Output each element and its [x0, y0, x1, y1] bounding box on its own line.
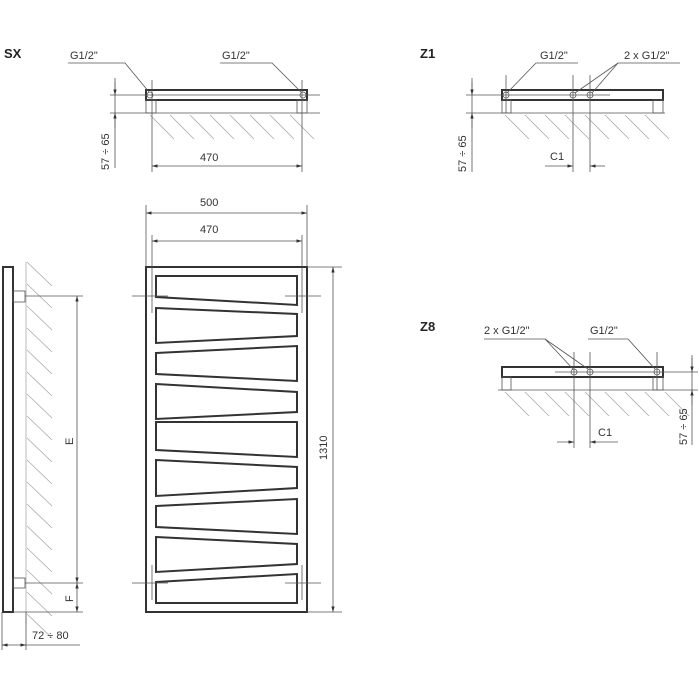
hatch-line	[26, 459, 53, 485]
hatch-line	[169, 114, 195, 140]
sx-wall-distance: 57 ÷ 65	[100, 133, 112, 170]
lower-bracket	[12, 577, 26, 589]
hatch-line	[26, 569, 53, 595]
hatch-line	[26, 547, 53, 573]
radiator-frame	[145, 266, 308, 613]
radiator-opening	[155, 572, 298, 604]
hatch-line	[269, 114, 295, 140]
upper-bracket	[12, 290, 26, 303]
hatch-line	[564, 391, 590, 417]
z1-double-connection-label: 2 x G1/2"	[624, 50, 670, 62]
z1-offset: C1	[550, 151, 564, 163]
hatch-line	[524, 391, 550, 417]
hatch-line	[584, 391, 610, 417]
hatch-line	[26, 591, 53, 617]
z1-label: Z1	[420, 46, 435, 61]
hatch-line	[504, 114, 530, 140]
front-view: 500 470 1310	[132, 197, 342, 613]
sx-left-connection-label: G1/2"	[70, 50, 98, 62]
hatch-line	[149, 114, 175, 140]
z8-label: Z8	[420, 319, 435, 334]
z8-top-view: Z8 57 ÷ 65 C1 2 x G1/2" G1/2"	[420, 319, 698, 448]
hatch-line	[604, 391, 630, 417]
side-view: E F 72 ÷ 80	[1, 262, 83, 650]
hatch-line	[26, 415, 53, 441]
hatch-line	[544, 114, 570, 140]
radiator-side-panel	[2, 266, 14, 613]
front-width: 500	[200, 197, 218, 209]
hatch-line	[26, 393, 53, 419]
hatch-line	[504, 391, 530, 417]
z8-wall-distance: 57 ÷ 65	[678, 408, 690, 445]
hatch-line	[644, 114, 670, 140]
hatch-line	[564, 114, 590, 140]
radiator-opening	[155, 306, 298, 345]
z1-wall-distance: 57 ÷ 65	[457, 135, 469, 172]
radiator-opening	[155, 382, 298, 421]
hatch-line	[26, 437, 53, 463]
radiator-opening	[155, 421, 298, 459]
hatch-line	[26, 525, 53, 551]
hatch-line	[584, 114, 610, 140]
hatch-line	[229, 114, 255, 140]
hatch-line	[644, 391, 670, 417]
front-axis-spacing: 470	[200, 224, 218, 236]
hatch-line	[249, 114, 275, 140]
hatch-line	[26, 481, 53, 507]
z8-double-connection-label: 2 x G1/2"	[484, 325, 530, 337]
radiator-opening	[155, 275, 298, 307]
hatch-line	[544, 391, 570, 417]
radiator-opening	[155, 497, 298, 536]
hatch-line	[26, 305, 53, 331]
sx-left-leg	[145, 99, 157, 114]
radiator-opening	[155, 458, 298, 498]
hatch-line	[26, 349, 53, 375]
hatch-line	[26, 613, 53, 639]
z8-offset: C1	[598, 427, 612, 439]
z8-single-connection-label: G1/2"	[590, 325, 618, 337]
bracket-spacing-e: E	[64, 438, 76, 445]
hatch-line	[624, 391, 650, 417]
radiator-opening	[155, 535, 298, 574]
sx-axis-spacing: 470	[200, 152, 218, 164]
wall-depth: 72 ÷ 80	[32, 630, 69, 642]
hatch-line	[26, 327, 53, 353]
bottom-offset-f: F	[64, 595, 76, 602]
radiator-opening	[155, 344, 298, 383]
sx-right-connection-label: G1/2"	[222, 50, 250, 62]
hatch-line	[604, 114, 630, 140]
hatch-line	[26, 261, 53, 287]
front-height: 1310	[318, 436, 330, 460]
hatch-line	[189, 114, 215, 140]
wall-hatching	[26, 114, 690, 639]
sx-label: SX	[4, 46, 22, 61]
hatch-line	[209, 114, 235, 140]
hatch-line	[26, 371, 53, 397]
hatch-line	[664, 391, 690, 417]
z1-single-connection-label: G1/2"	[540, 50, 568, 62]
hatch-line	[524, 114, 550, 140]
z1-top-view: Z1 57 ÷ 65 C1 G1/2" 2 x G1/2"	[420, 46, 680, 172]
hatch-line	[26, 503, 53, 529]
sx-top-view: SX 57 ÷ 65 470 G1/2" G1/2"	[4, 46, 320, 172]
hatch-line	[624, 114, 650, 140]
